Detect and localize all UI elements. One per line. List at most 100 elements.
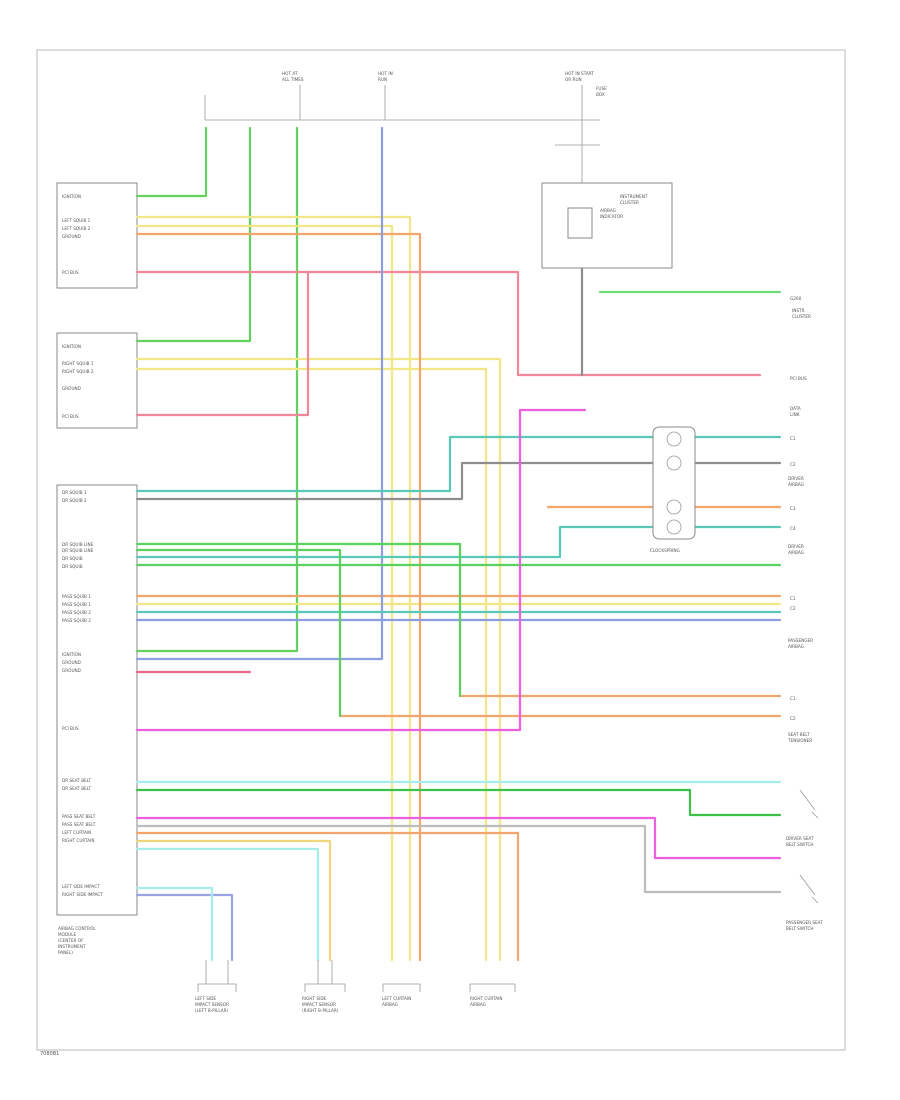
svg-text:(CENTER OF: (CENTER OF — [58, 938, 84, 943]
svg-text:CLUSTER: CLUSTER — [620, 200, 639, 205]
svg-text:LEFT SIDE: LEFT SIDE — [195, 996, 216, 1001]
svg-text:INSTRUMENT: INSTRUMENT — [58, 944, 86, 949]
svg-text:DRIVER: DRIVER — [788, 476, 804, 481]
wire-green-dr-line-1 — [135, 542, 462, 698]
svg-text:GROUND: GROUND — [62, 668, 81, 673]
svg-text:C3: C3 — [790, 506, 796, 511]
wire-magenta-belt — [135, 816, 782, 860]
svg-text:OR RUN: OR RUN — [565, 77, 582, 82]
svg-text:DR SEAT BELT: DR SEAT BELT — [62, 778, 91, 783]
svg-text:IGNITION: IGNITION — [62, 344, 81, 349]
svg-text:PASS SEAT BELT: PASS SEAT BELT — [62, 814, 96, 819]
svg-text:AIRBAG: AIRBAG — [788, 550, 804, 555]
svg-text:FUSE: FUSE — [596, 86, 607, 91]
svg-text:DRIVER: DRIVER — [788, 544, 804, 549]
wire-green-dr-line-2 — [135, 548, 342, 718]
svg-text:AIRBAG: AIRBAG — [600, 208, 616, 213]
svg-text:PCI BUS: PCI BUS — [790, 376, 807, 381]
svg-text:GROUND: GROUND — [62, 386, 81, 391]
wire-yellow-left-1 — [135, 215, 412, 962]
wire-teal-dr-2 — [135, 461, 782, 501]
top-label-3: HOT IN START — [565, 71, 594, 76]
power-bus: HOT AT ALL TIMES HOT IN RUN HOT IN START… — [204, 71, 607, 185]
wire-teal-curtain — [135, 847, 320, 962]
driver-belt-switch — [799, 789, 819, 819]
svg-text:C4: C4 — [790, 526, 796, 531]
svg-text:(RIGHT B-PILLAR): (RIGHT B-PILLAR) — [302, 1008, 339, 1013]
diagram-frame — [36, 49, 846, 1051]
svg-text:AIRBAG: AIRBAG — [470, 1002, 486, 1007]
svg-text:BELT SWITCH: BELT SWITCH — [786, 926, 814, 931]
svg-text:PCI BUS: PCI BUS — [62, 726, 79, 731]
svg-text:RIGHT CURTAIN: RIGHT CURTAIN — [470, 996, 503, 1001]
svg-text:TENSIONER: TENSIONER — [787, 738, 812, 743]
wire-pink-pci-1 — [135, 270, 762, 377]
wire-teal-dr-1 — [135, 435, 782, 493]
indicator-ground-label: G200 — [790, 296, 802, 301]
svg-text:C2: C2 — [790, 606, 796, 611]
svg-text:DR SQUIB: DR SQUIB — [62, 556, 83, 561]
svg-text:PASS SQUIB 2: PASS SQUIB 2 — [62, 610, 91, 615]
svg-text:DR SQUIB LINE: DR SQUIB LINE — [62, 542, 94, 547]
svg-text:LEFT SQUIB 2: LEFT SQUIB 2 — [62, 226, 91, 231]
svg-text:DR SQUIB: DR SQUIB — [62, 564, 83, 569]
svg-text:GROUND: GROUND — [62, 660, 81, 665]
svg-text:CLUSTER: CLUSTER — [792, 314, 811, 319]
svg-text:PCI BUS: PCI BUS — [62, 270, 79, 275]
svg-text:AIRBAG: AIRBAG — [382, 1002, 398, 1007]
wire-green-ign-1 — [135, 126, 208, 198]
svg-text:DRIVER SEAT: DRIVER SEAT — [786, 836, 814, 841]
top-label-1: HOT AT — [282, 71, 298, 76]
svg-text:RIGHT SIDE IMPACT: RIGHT SIDE IMPACT — [62, 892, 103, 897]
right-component-labels: C1 C2 DRIVER AIRBAG C3 C4 DRIVER AIRBAG … — [786, 308, 823, 931]
wire-orange-curtain — [135, 831, 520, 962]
svg-text:LEFT CURTAIN: LEFT CURTAIN — [382, 996, 411, 1001]
bottom-components: LEFT SIDE IMPACT SENSOR (LEFT B-PILLAR) … — [195, 960, 516, 1013]
svg-text:SEAT BELT: SEAT BELT — [788, 732, 810, 737]
svg-text:PASS SQUIB 1: PASS SQUIB 1 — [62, 594, 91, 599]
svg-text:RIGHT SQUIB 2: RIGHT SQUIB 2 — [62, 369, 94, 374]
svg-text:IMPACT SENSOR: IMPACT SENSOR — [302, 1002, 336, 1007]
svg-text:C2: C2 — [790, 462, 796, 467]
wire-magenta-pci — [135, 408, 587, 732]
wire-green-ign-3 — [135, 126, 299, 653]
svg-text:LEFT CURTAIN: LEFT CURTAIN — [62, 830, 91, 835]
svg-text:C1: C1 — [790, 436, 796, 441]
wire-gray-ground — [135, 824, 782, 894]
svg-text:PCI BUS: PCI BUS — [62, 414, 79, 419]
svg-text:PASS SEAT BELT: PASS SEAT BELT — [62, 822, 96, 827]
svg-text:BELT SWITCH: BELT SWITCH — [786, 842, 814, 847]
svg-text:PASSENGER: PASSENGER — [788, 638, 813, 643]
wire-green-belt — [135, 788, 782, 817]
svg-text:ALL TIMES: ALL TIMES — [282, 77, 304, 82]
svg-text:(LEFT B-PILLAR): (LEFT B-PILLAR) — [195, 1008, 229, 1013]
svg-text:LINK: LINK — [790, 412, 800, 417]
right-side-impact-sensor — [304, 983, 346, 992]
svg-text:LEFT SIDE IMPACT: LEFT SIDE IMPACT — [62, 884, 100, 889]
svg-text:MODULE: MODULE — [58, 932, 77, 937]
svg-text:DR SQUIB 2: DR SQUIB 2 — [62, 498, 87, 503]
svg-text:INDICATOR: INDICATOR — [600, 214, 623, 219]
svg-text:RIGHT CURTAIN: RIGHT CURTAIN — [62, 838, 95, 843]
figure-code: 7080B1 — [40, 1051, 59, 1057]
top-label-2: HOT IN — [378, 71, 393, 76]
svg-text:AIRBAG CONTROL: AIRBAG CONTROL — [58, 926, 96, 931]
svg-text:IGNITION: IGNITION — [62, 194, 81, 199]
svg-text:C1: C1 — [790, 596, 796, 601]
svg-text:BOX: BOX — [596, 92, 605, 97]
svg-text:C1: C1 — [790, 696, 796, 701]
svg-text:DR SQUIB 1: DR SQUIB 1 — [62, 490, 87, 495]
wire-green-ign-2 — [135, 126, 252, 343]
svg-text:PASS SQUIB 1: PASS SQUIB 1 — [62, 602, 91, 607]
svg-text:PASSENGER SEAT: PASSENGER SEAT — [786, 920, 823, 925]
svg-text:IGNITION: IGNITION — [62, 652, 81, 657]
svg-text:INSTR: INSTR — [792, 308, 805, 313]
left-connector-block-2 — [56, 332, 138, 429]
wire-blue-ign — [135, 126, 384, 661]
svg-text:PANEL): PANEL) — [58, 950, 73, 955]
svg-text:PASS SQUIB 2: PASS SQUIB 2 — [62, 618, 91, 623]
svg-text:LEFT SQUIB 1: LEFT SQUIB 1 — [62, 218, 91, 223]
wire-orange-left — [135, 232, 422, 962]
left-connector-block-1 — [56, 182, 138, 289]
svg-text:INSTRUMENT: INSTRUMENT — [620, 194, 648, 199]
